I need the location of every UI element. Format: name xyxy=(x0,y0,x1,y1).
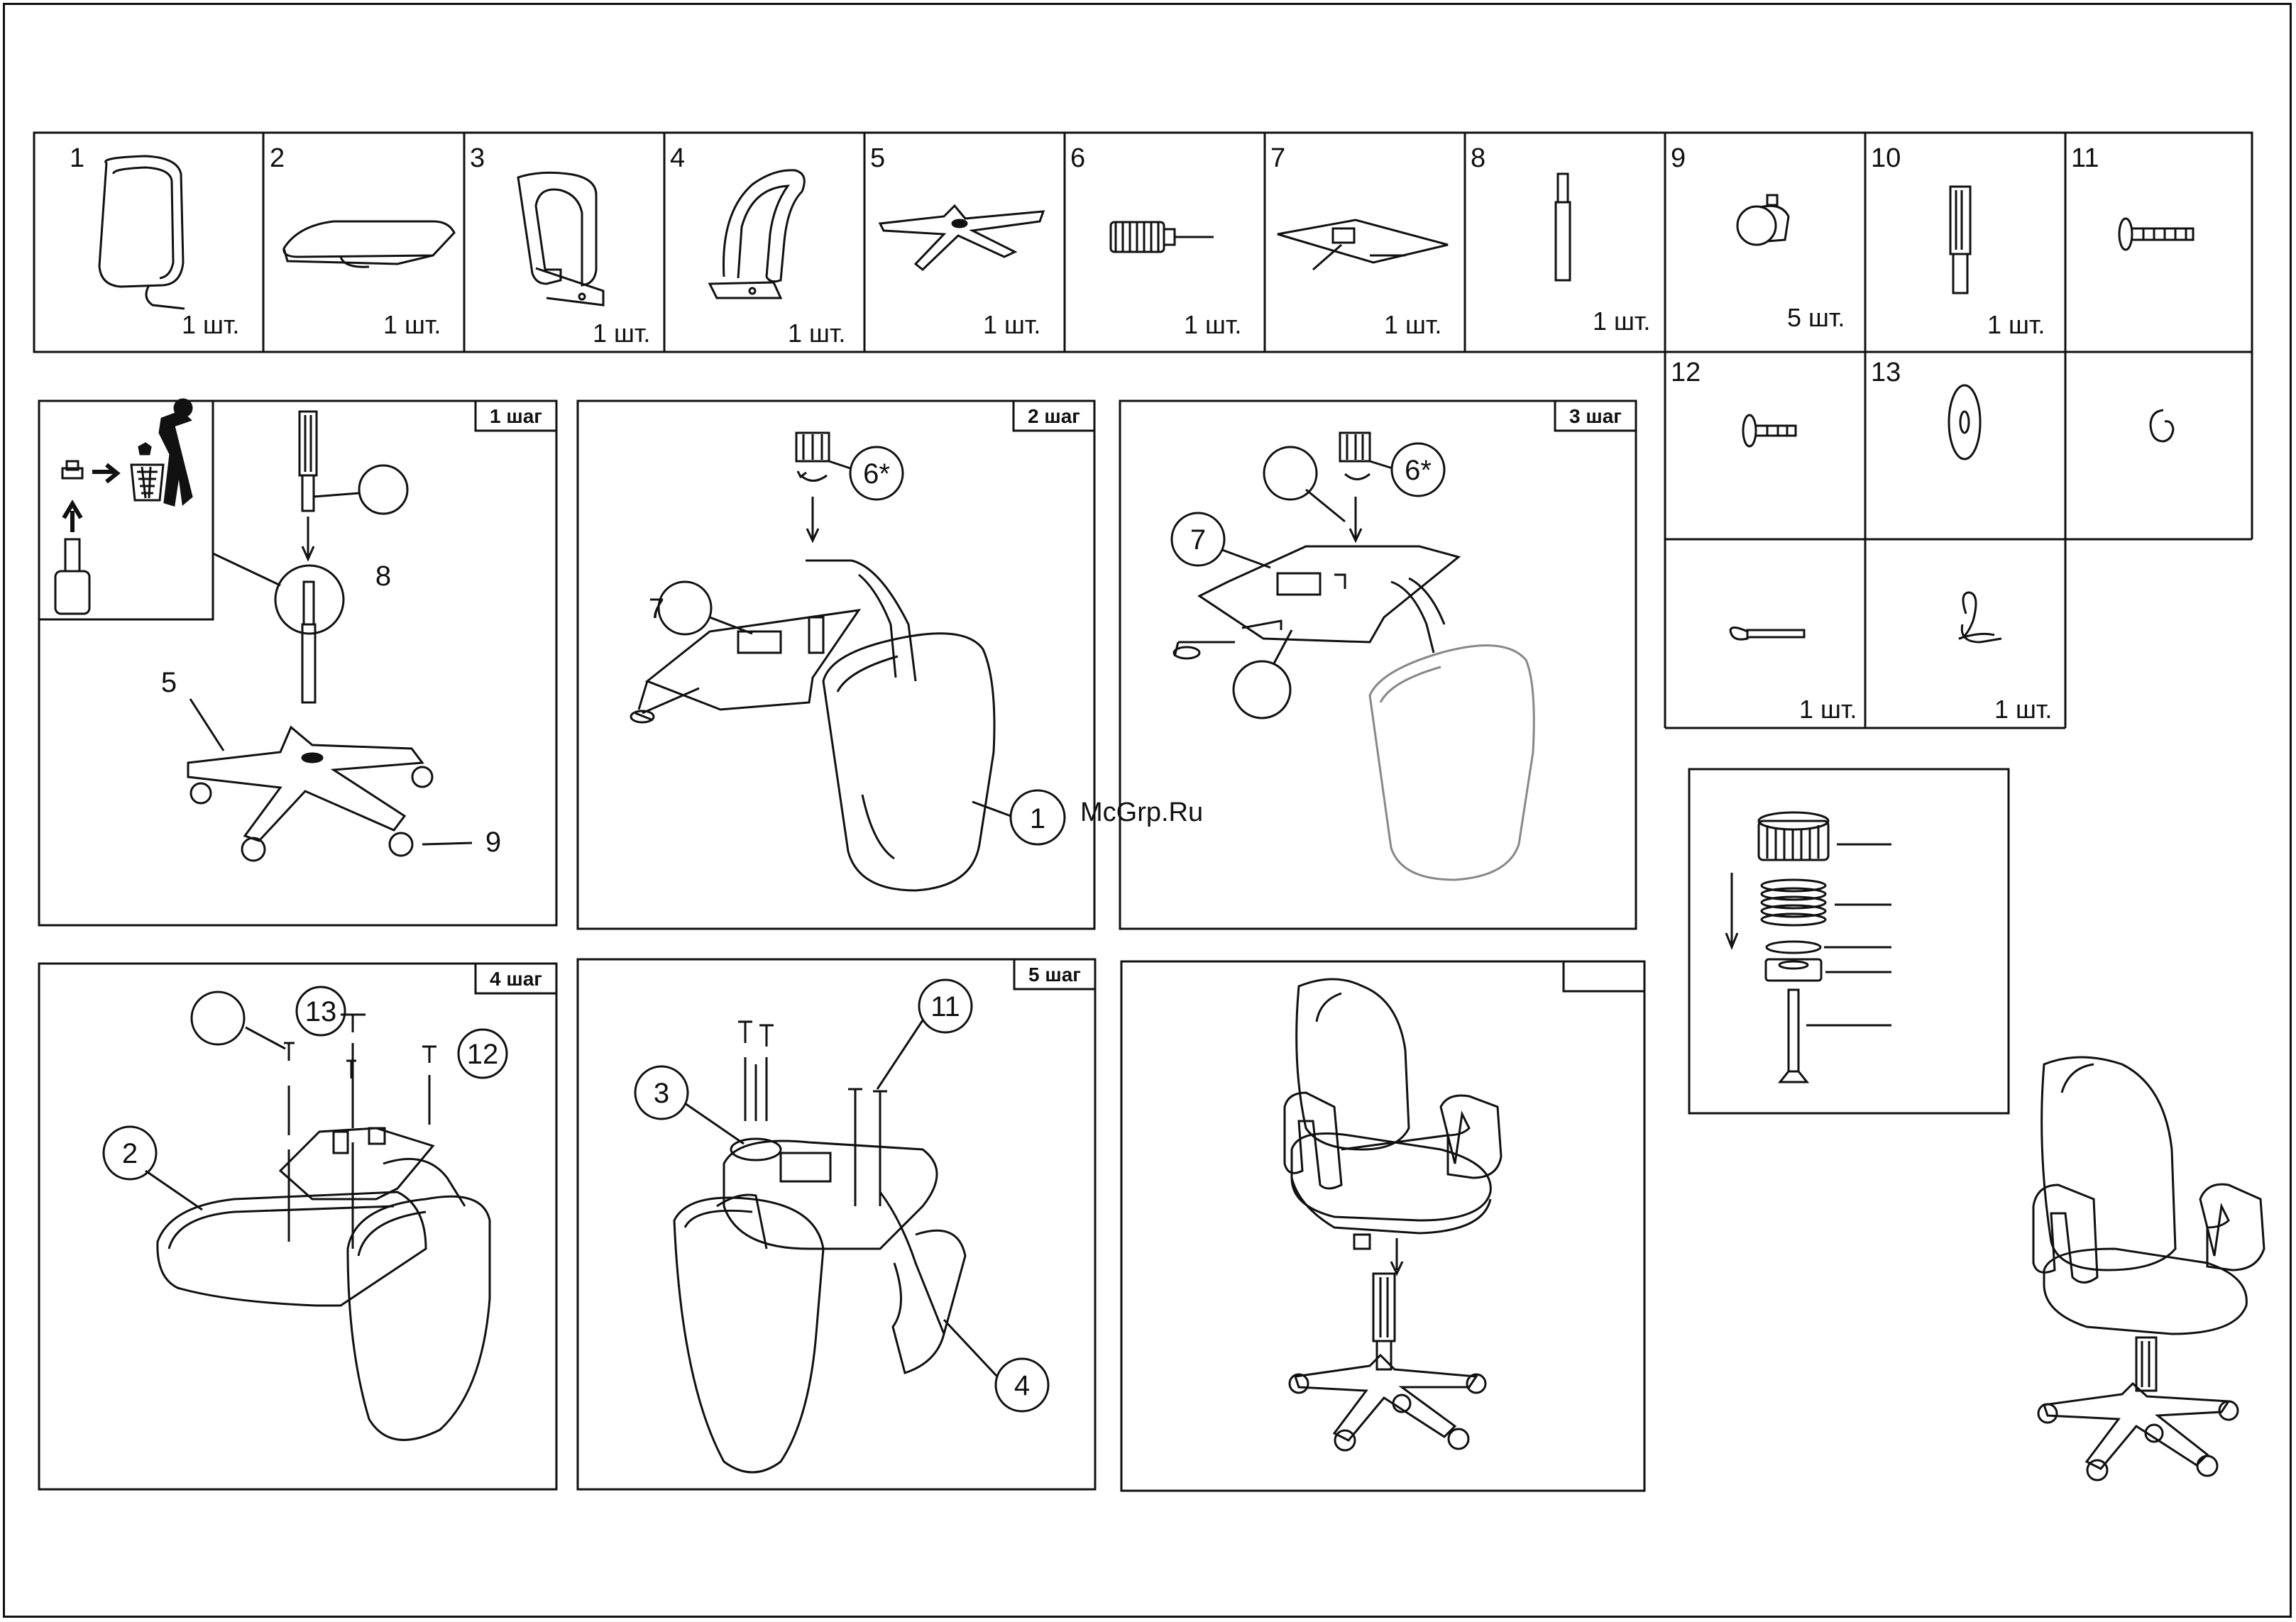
part-8-number: 8 xyxy=(1471,143,1485,173)
callout-12: 12 xyxy=(467,1039,499,1070)
part-10-number: 10 xyxy=(1871,143,1901,173)
part-4-qty: 1 шт. xyxy=(788,319,845,348)
callout-5: 5 xyxy=(161,667,177,698)
gas-lift-cover-icon xyxy=(1950,187,1970,293)
knob-bolt-icon xyxy=(1730,627,1804,639)
tension-knob-icon xyxy=(1111,222,1214,252)
step-5-panel xyxy=(578,959,1095,1489)
step-3-panel xyxy=(1120,401,1636,929)
step-tags: 1 шаг 2 шаг 3 шаг 4 шаг 5 шаг xyxy=(490,405,1622,990)
part-5-qty: 1 шт. xyxy=(983,310,1040,339)
knob-bolt-qty: 1 шт. xyxy=(1799,695,1857,724)
callout-1: 1 xyxy=(1030,803,1045,834)
step-6-panel xyxy=(1121,961,1644,1491)
callout-9: 9 xyxy=(485,827,501,858)
part-6-number: 6 xyxy=(1070,143,1085,173)
callout-11: 11 xyxy=(930,991,960,1022)
part-9-number: 9 xyxy=(1671,143,1686,173)
backrest-icon xyxy=(99,156,185,309)
part-4-number: 4 xyxy=(670,143,685,173)
left-armrest-icon xyxy=(518,172,603,305)
part-2-qty: 1 шт. xyxy=(383,310,441,339)
part-11-number: 11 xyxy=(2071,143,2099,173)
step-5-tag: 5 шаг xyxy=(1028,964,1081,986)
callout-7-a: 7 xyxy=(649,593,664,624)
callout-6-star-b: 6* xyxy=(1405,455,1432,486)
gas-lift-icon xyxy=(1556,174,1570,280)
spring-washer-icon xyxy=(2151,410,2173,441)
pin-clip-qty: 1 шт. xyxy=(1994,695,2052,724)
step-3-tag: 3 шаг xyxy=(1569,405,1622,427)
part-2-number: 2 xyxy=(270,143,285,173)
knob-exploded-view xyxy=(1689,769,2009,1113)
callout-4: 4 xyxy=(1014,1370,1030,1401)
part-3-number: 3 xyxy=(470,143,485,173)
step-4-tag: 4 шаг xyxy=(490,968,542,990)
callout-3: 3 xyxy=(654,1078,669,1109)
five-star-base-icon xyxy=(880,206,1043,270)
part-7-qty: 1 шт. xyxy=(1384,310,1441,339)
part-12-number: 12 xyxy=(1671,358,1701,387)
part-13-number: 13 xyxy=(1871,358,1901,387)
step-1-tag: 1 шаг xyxy=(490,405,542,427)
step-2-tag: 2 шаг xyxy=(1028,405,1080,427)
part-1-qty: 1 шт. xyxy=(182,310,239,339)
long-bolt-icon xyxy=(2119,219,2193,250)
watermark: McGrp.Ru xyxy=(1080,798,1203,827)
part-10-qty: 1 шт. xyxy=(1987,310,2045,339)
callout-13: 13 xyxy=(305,996,337,1027)
mechanism-plate-icon xyxy=(1278,220,1448,270)
part-1-number: 1 xyxy=(70,143,84,173)
caster-icon xyxy=(1737,195,1789,245)
part-7-number: 7 xyxy=(1270,143,1285,173)
callout-7-b: 7 xyxy=(1190,524,1206,556)
right-armrest-icon xyxy=(710,170,804,298)
callout-8: 8 xyxy=(375,561,391,592)
part-8-qty: 1 шт. xyxy=(1593,307,1650,336)
pin-clip-icon xyxy=(1959,592,2001,642)
step-1-panel xyxy=(39,399,556,925)
part-9-qty: 5 шт. xyxy=(1787,303,1845,332)
part-3-qty: 1 шт. xyxy=(593,319,650,348)
callout-6-star-a: 6* xyxy=(863,458,890,490)
assembled-chair-drawing xyxy=(2033,1057,2264,1480)
washer-icon xyxy=(1949,385,1980,459)
callout-2: 2 xyxy=(122,1138,138,1169)
seat-icon xyxy=(284,221,454,267)
part-5-number: 5 xyxy=(870,143,885,173)
part-6-qty: 1 шт. xyxy=(1184,310,1241,339)
short-bolt-icon xyxy=(1743,415,1796,446)
step-2-panel xyxy=(578,401,1094,929)
